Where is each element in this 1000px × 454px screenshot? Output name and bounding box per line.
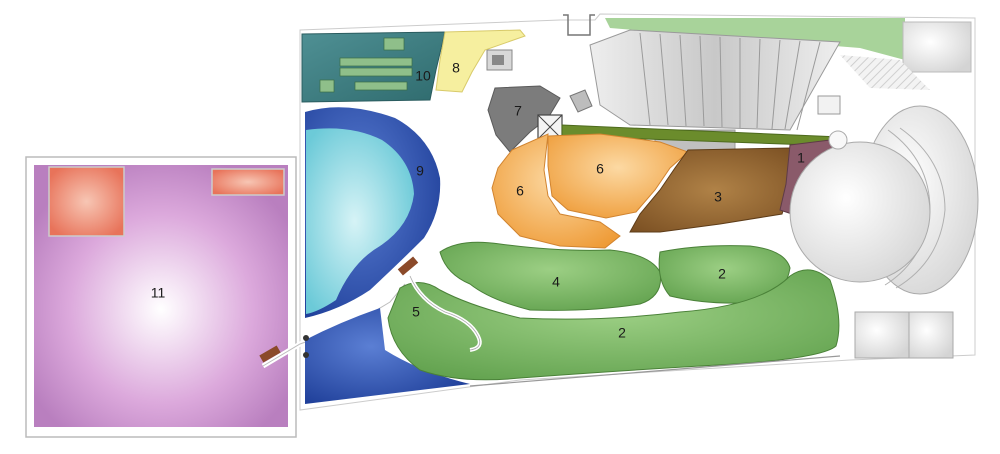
grandstand-ribs (639, 32, 821, 131)
zone-label-2b: 2 (618, 325, 626, 341)
zone-6-area-left (491, 133, 621, 249)
zone-8-area (435, 29, 526, 93)
parking-building-top-right (902, 21, 972, 73)
kiosk (492, 55, 504, 65)
road-edge (469, 355, 841, 387)
zone-label-5: 5 (412, 304, 420, 320)
arena-rings-2 (895, 127, 946, 289)
zone-label-3: 3 (714, 189, 722, 205)
zone-label-8: 8 (452, 60, 460, 76)
dome-small (828, 130, 848, 150)
zone-11-building-right (211, 168, 285, 196)
zone-label-7: 7 (514, 103, 522, 119)
zone-9-water (306, 128, 414, 314)
zone-10-stalls (319, 37, 413, 93)
zone-2-area-lower (387, 269, 840, 381)
zone-label-4: 4 (552, 274, 560, 290)
zone-label-10: 10 (415, 68, 431, 84)
zone-label-6a: 6 (596, 161, 604, 177)
parking-building-bottom-1 (854, 311, 910, 359)
zone-5-path-outline (409, 275, 481, 351)
dome-main (789, 141, 931, 283)
bollard-2 (303, 352, 309, 358)
zone-7-area (487, 85, 561, 153)
zone-label-6b: 6 (516, 183, 524, 199)
zone-4-area (439, 241, 662, 311)
blue-pond-lower (305, 308, 470, 404)
small-shelter (817, 95, 841, 115)
hatched-area (840, 55, 930, 90)
bridge-left (259, 345, 281, 363)
zone-label-9: 9 (416, 163, 424, 179)
zone-6-area-right (547, 133, 689, 219)
zone-label-1: 1 (797, 150, 805, 166)
zone-label-11: 11 (151, 285, 166, 301)
zone-label-2a: 2 (718, 266, 726, 282)
zone-11-building-left (48, 166, 125, 237)
bollard-1 (303, 335, 309, 341)
entrance-gate (563, 14, 595, 36)
zone-10-area (301, 31, 446, 103)
bridge-lake (397, 256, 419, 276)
parking-building-bottom-2 (908, 311, 954, 359)
grandstand (589, 29, 841, 131)
zone-7-detail (569, 89, 593, 113)
